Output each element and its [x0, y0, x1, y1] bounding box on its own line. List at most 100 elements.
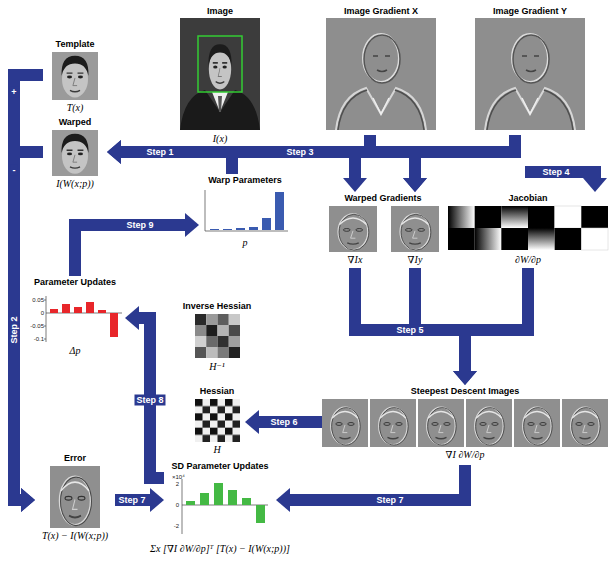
- arrow-shaft: [259, 416, 322, 428]
- step-arrow: [453, 268, 528, 385]
- warped-gradient-picture: [329, 206, 377, 252]
- formula-label: ∇I ∂W/∂p: [446, 449, 485, 461]
- formula-label: Δp: [70, 345, 81, 357]
- warp-parameter-bars: [205, 190, 288, 231]
- arrow-head: [453, 371, 477, 385]
- jacobian-picture: [475, 206, 502, 228]
- step-arrow: [125, 306, 164, 478]
- parameter-update-bars: [44, 296, 122, 342]
- step-arrow: [343, 135, 370, 192]
- inverse-hessian-matrix: [195, 314, 240, 358]
- inverse-hessian-matrix: [229, 325, 240, 336]
- panel-title: Image Gradient X: [344, 5, 418, 17]
- arrow-head: [21, 488, 35, 512]
- step-label: Step 6: [268, 417, 299, 428]
- template-panel: TemplateT(x): [43, 38, 107, 116]
- panel-title: Warp Parameters: [208, 174, 282, 186]
- step-arrow: [75, 213, 199, 276]
- sd-update-bars: [182, 479, 268, 534]
- photo-picture: [180, 18, 260, 130]
- warped-picture: [62, 134, 89, 174]
- formula-label: T(x) − I(W(x;p)): [42, 530, 108, 542]
- sign-label: -: [11, 165, 18, 176]
- formula-label: ∇Ix: [348, 254, 363, 266]
- sd-update-bars: [182, 479, 268, 534]
- photo-picture: [212, 92, 228, 112]
- arrow-head: [125, 306, 139, 330]
- step-bar: [583, 178, 607, 192]
- axis-tick: ×10⁴: [172, 474, 185, 481]
- step-arrow: [276, 465, 465, 512]
- axis-tick: 2: [176, 481, 179, 488]
- arrow-head: [185, 213, 199, 237]
- sign-label: +: [9, 87, 18, 98]
- axis-tick: 0.05: [32, 297, 44, 304]
- inverse-hessian-matrix: [218, 325, 229, 336]
- arrow-head: [403, 178, 427, 192]
- panel-title: Parameter Updates: [34, 276, 116, 288]
- photo-picture: [198, 36, 242, 92]
- photo-picture: [208, 44, 231, 89]
- step-arrow: [232, 152, 427, 192]
- step-arrow: [245, 410, 322, 434]
- axis-tick: -0.05: [30, 323, 44, 330]
- arrow-head: [107, 140, 121, 164]
- image-panel: ImageI(x): [175, 5, 265, 146]
- inverse-hessian-matrix: [195, 314, 206, 325]
- gradient-panel: Image Gradient X: [325, 5, 437, 135]
- jacobian-picture: [528, 228, 555, 250]
- warp-parameter-bars: [275, 192, 284, 230]
- jacobian-picture: [448, 228, 475, 250]
- arrow-head: [107, 140, 121, 164]
- step-label: Step 5: [394, 325, 425, 336]
- inverse-hessian-matrix: [206, 314, 217, 325]
- axis-tick: 0: [176, 502, 179, 509]
- step-bar: [415, 172, 607, 330]
- arrow-head: [245, 410, 259, 434]
- arrow-shaft: [121, 152, 232, 174]
- inverse-hessian-matrix: [218, 347, 229, 358]
- inverse-hessian-matrix: [229, 336, 240, 347]
- arrow-head: [453, 371, 477, 385]
- parameter-update-bars: [110, 313, 118, 337]
- warp-parameter-bars: [210, 229, 219, 230]
- inverse-hessian-matrix: [218, 314, 229, 325]
- inverse-hessian-matrix: [195, 347, 206, 358]
- axis-tick: -2: [174, 523, 179, 530]
- inverse-hessian-matrix: [195, 325, 206, 336]
- panel-title: Image: [207, 5, 233, 17]
- formula-label: T(x): [67, 102, 84, 114]
- step-arrow: [115, 488, 164, 512]
- inverse-hessian-matrix: [206, 325, 217, 336]
- step-arrow: [355, 268, 477, 385]
- parameter-update-bars: [86, 302, 94, 313]
- sd-update-bars: [242, 498, 251, 505]
- arrow-shaft: [415, 135, 515, 178]
- template-picture: [52, 52, 98, 100]
- axis-tick: -0.1: [34, 336, 44, 343]
- sign-label: Step 4: [540, 167, 571, 178]
- arrow-head: [343, 178, 367, 192]
- sd-update-bars: [200, 493, 209, 505]
- arrow-head: [150, 488, 164, 512]
- inverse-hessian-matrix: [206, 336, 217, 347]
- steepest-descent-picture: [370, 399, 416, 447]
- gradient-panel: Image Gradient Y: [474, 5, 586, 135]
- panel-title: Error: [64, 452, 86, 464]
- steepest-descent-picture: [322, 399, 368, 447]
- warp-parameter-bars: [249, 227, 258, 230]
- steepest-descent-picture: [418, 399, 464, 447]
- error-panel: ErrorT(x) − I(W(x;p)): [35, 452, 115, 544]
- update-chart: SD Parameter UpdatesΣx [∇I ∂W/∂p]ᵀ [T(x)…: [164, 460, 276, 540]
- arrow-shaft: [232, 152, 415, 178]
- jacobian-picture: [581, 206, 608, 228]
- formula-label: H: [213, 444, 220, 456]
- sd-update-bars: [214, 483, 223, 505]
- jacobian-picture: [501, 228, 528, 250]
- warp-parameter-bars: [223, 229, 232, 230]
- parameter-update-bars: [62, 304, 70, 313]
- panel-title: Image Gradient Y: [493, 5, 567, 17]
- axis-tick: 0: [41, 310, 44, 317]
- hessian-matrix: [195, 399, 240, 442]
- formula-label: I(x): [213, 133, 227, 145]
